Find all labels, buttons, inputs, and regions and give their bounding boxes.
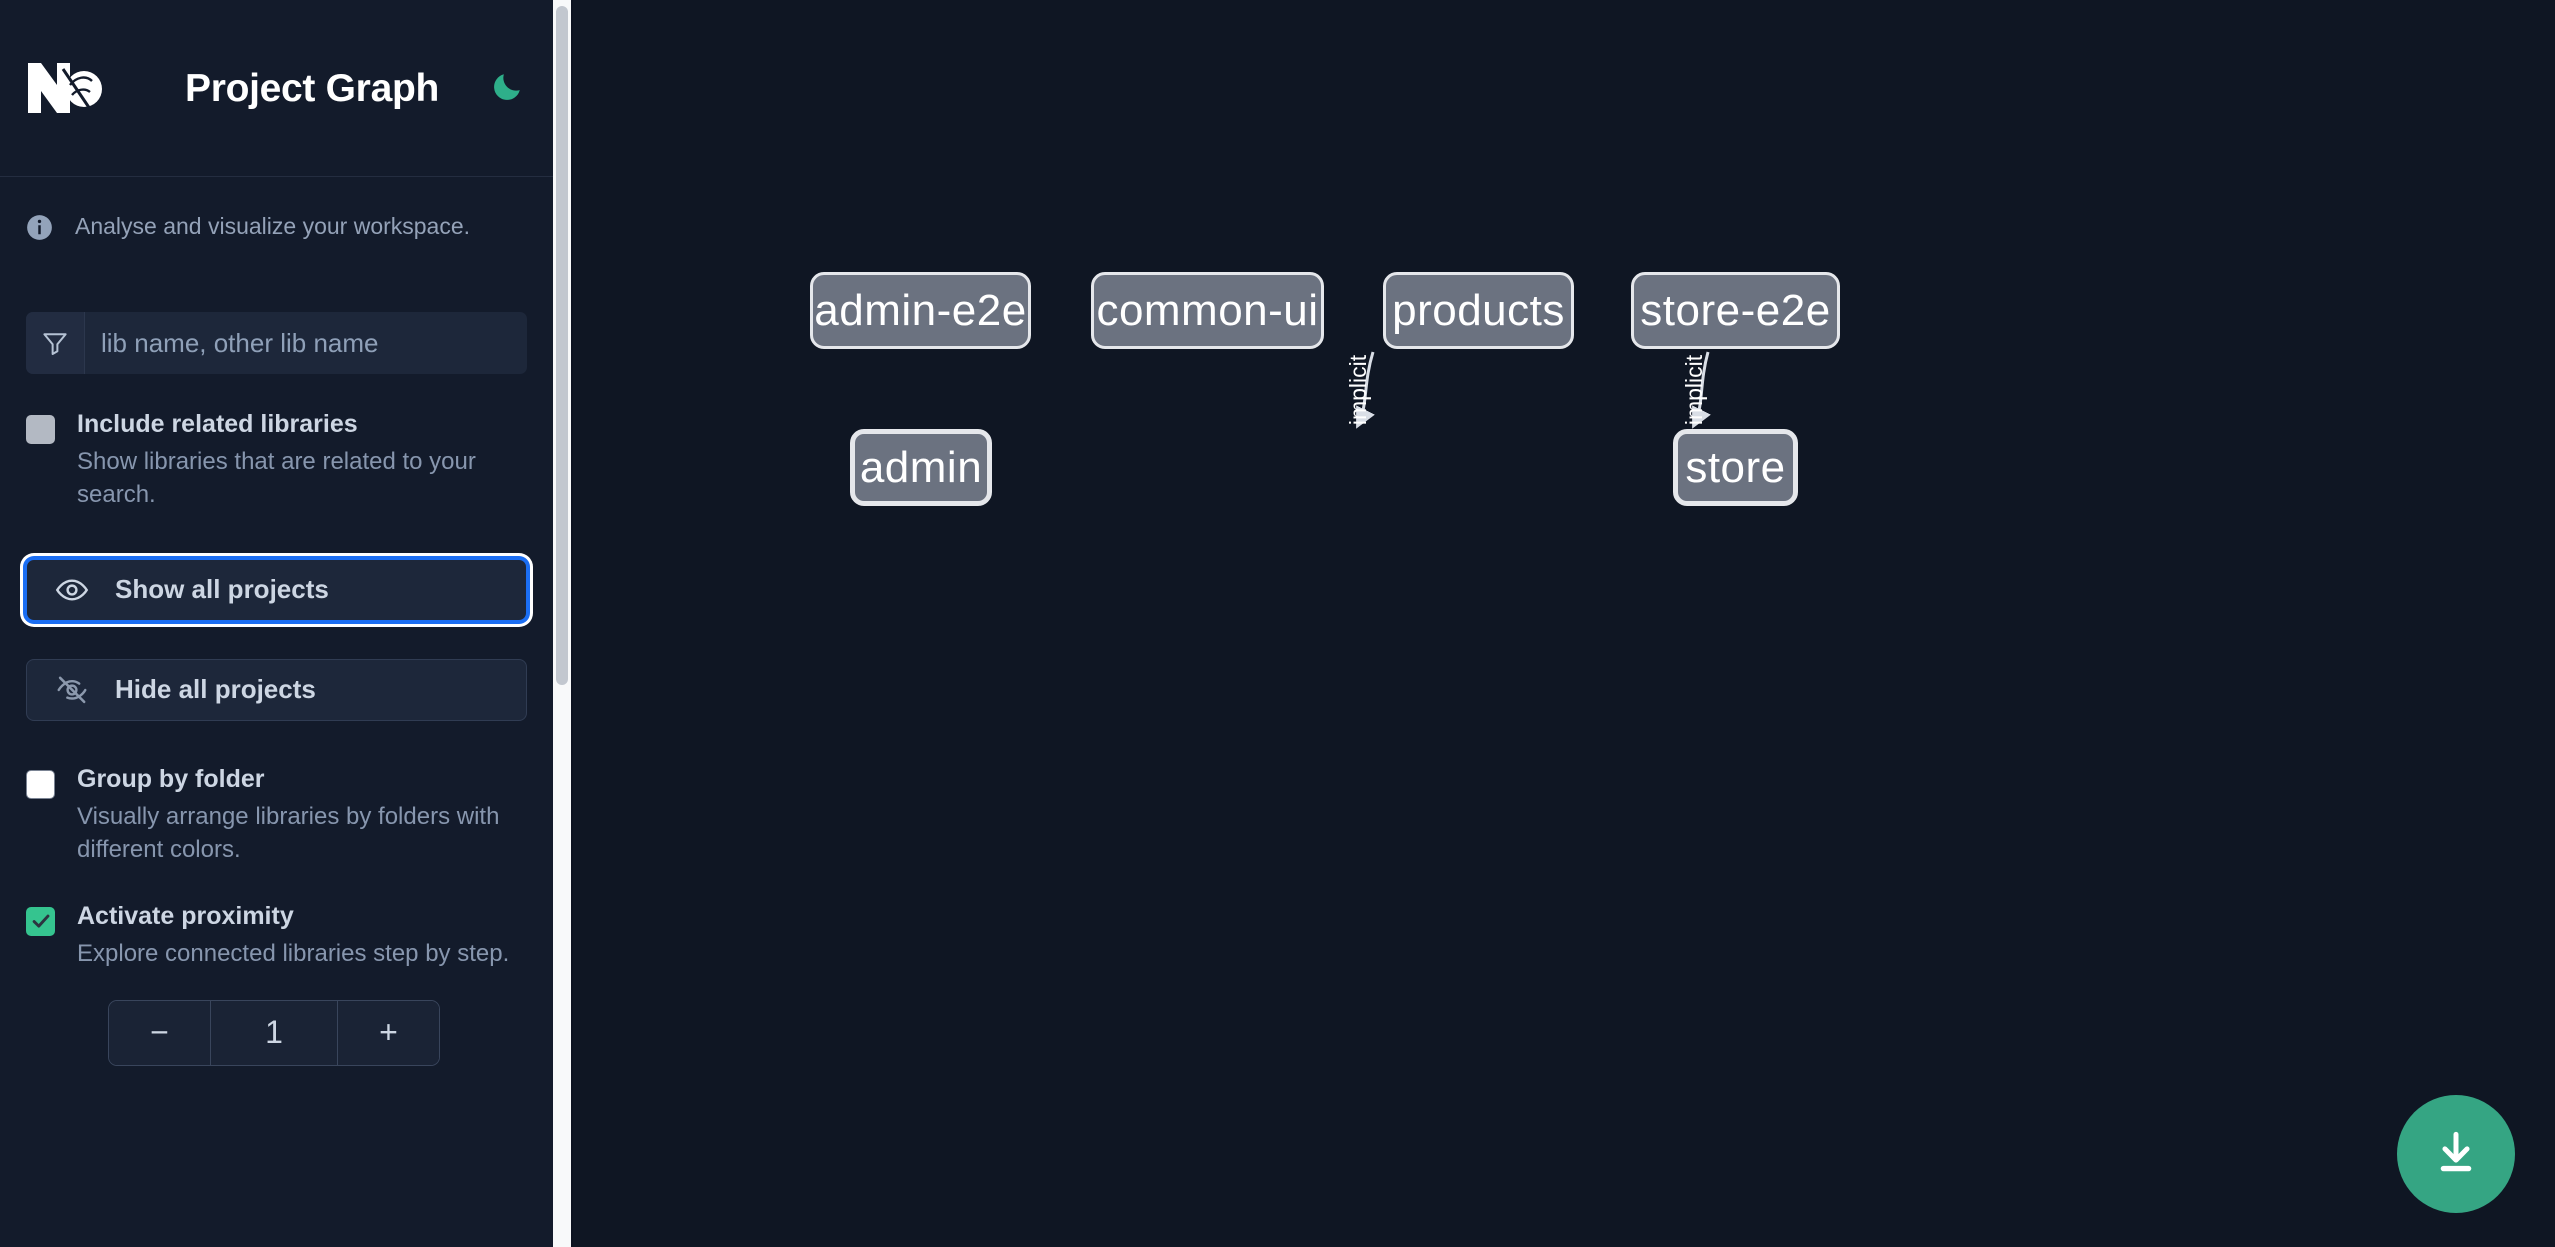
project-graph-canvas[interactable]: implicit implicit admin-e2e common-ui pr… <box>573 0 2555 1247</box>
checkbox-include-related-libraries[interactable] <box>26 415 55 444</box>
show-all-projects-button[interactable]: Show all projects <box>26 558 527 621</box>
proximity-stepper[interactable]: − 1 + <box>108 999 440 1066</box>
show-all-projects-label: Show all projects <box>115 574 329 605</box>
option-include-related-libraries[interactable]: Include related libraries Show libraries… <box>26 410 527 511</box>
nx-logo-icon <box>26 59 110 117</box>
info-icon <box>26 214 53 241</box>
hide-all-projects-button[interactable]: Hide all projects <box>26 658 527 721</box>
graph-edges: implicit implicit <box>1345 351 1711 429</box>
graph-node-common-ui[interactable]: common-ui <box>1091 272 1324 349</box>
option-label: Group by folder <box>77 764 265 793</box>
graph-node-store[interactable]: store <box>1673 429 1798 506</box>
moon-icon <box>490 70 524 107</box>
proximity-value: 1 <box>210 1000 338 1065</box>
eye-icon <box>55 573 89 607</box>
option-label: Activate proximity <box>77 901 294 930</box>
sidebar-divider <box>571 0 573 1247</box>
option-description: Visually arrange libraries by folders wi… <box>77 802 500 863</box>
checkbox-activate-proximity[interactable] <box>26 906 55 936</box>
eye-off-icon <box>55 673 89 707</box>
graph-node-products[interactable]: products <box>1383 272 1574 349</box>
workspace-note: Analyse and visualize your workspace. <box>0 177 553 277</box>
edge-admin-e2e-admin <box>1356 351 1375 429</box>
checkbox-group-by-folder[interactable] <box>26 769 55 799</box>
page-title: Project Graph <box>185 66 439 110</box>
edge-store-e2e-store <box>1692 351 1711 429</box>
proximity-increment-button[interactable]: + <box>338 1000 439 1065</box>
search-bar[interactable] <box>26 312 527 374</box>
proximity-decrement-button[interactable]: − <box>109 1000 210 1065</box>
edge-label-implicit: implicit <box>1345 354 1371 425</box>
sidebar-header: Project Graph <box>0 0 553 177</box>
download-icon <box>2430 1127 2482 1182</box>
theme-toggle-button[interactable] <box>484 65 530 111</box>
option-group-by-folder[interactable]: Group by folder Visually arrange librari… <box>26 765 527 866</box>
sidebar: Project Graph Analyse and visualize your… <box>0 0 553 1247</box>
option-label: Include related libraries <box>77 410 358 438</box>
option-activate-proximity[interactable]: Activate proximity Explore connected lib… <box>26 902 527 970</box>
sidebar-body: Include related libraries Show libraries… <box>0 312 553 1066</box>
option-description: Explore connected libraries step by step… <box>77 939 510 967</box>
filter-icon <box>26 312 85 374</box>
graph-node-store-e2e[interactable]: store-e2e <box>1631 272 1840 349</box>
graph-node-admin-e2e[interactable]: admin-e2e <box>810 272 1031 349</box>
sidebar-scrollbar-thumb[interactable] <box>556 6 568 685</box>
search-input[interactable] <box>85 312 527 374</box>
edge-label-implicit: implicit <box>1681 354 1707 425</box>
option-description: Show libraries that are related to your … <box>77 447 476 508</box>
workspace-note-text: Analyse and visualize your workspace. <box>75 213 471 240</box>
download-graph-button[interactable] <box>2397 1095 2515 1213</box>
graph-node-admin[interactable]: admin <box>850 429 992 506</box>
hide-all-projects-label: Hide all projects <box>115 674 316 705</box>
